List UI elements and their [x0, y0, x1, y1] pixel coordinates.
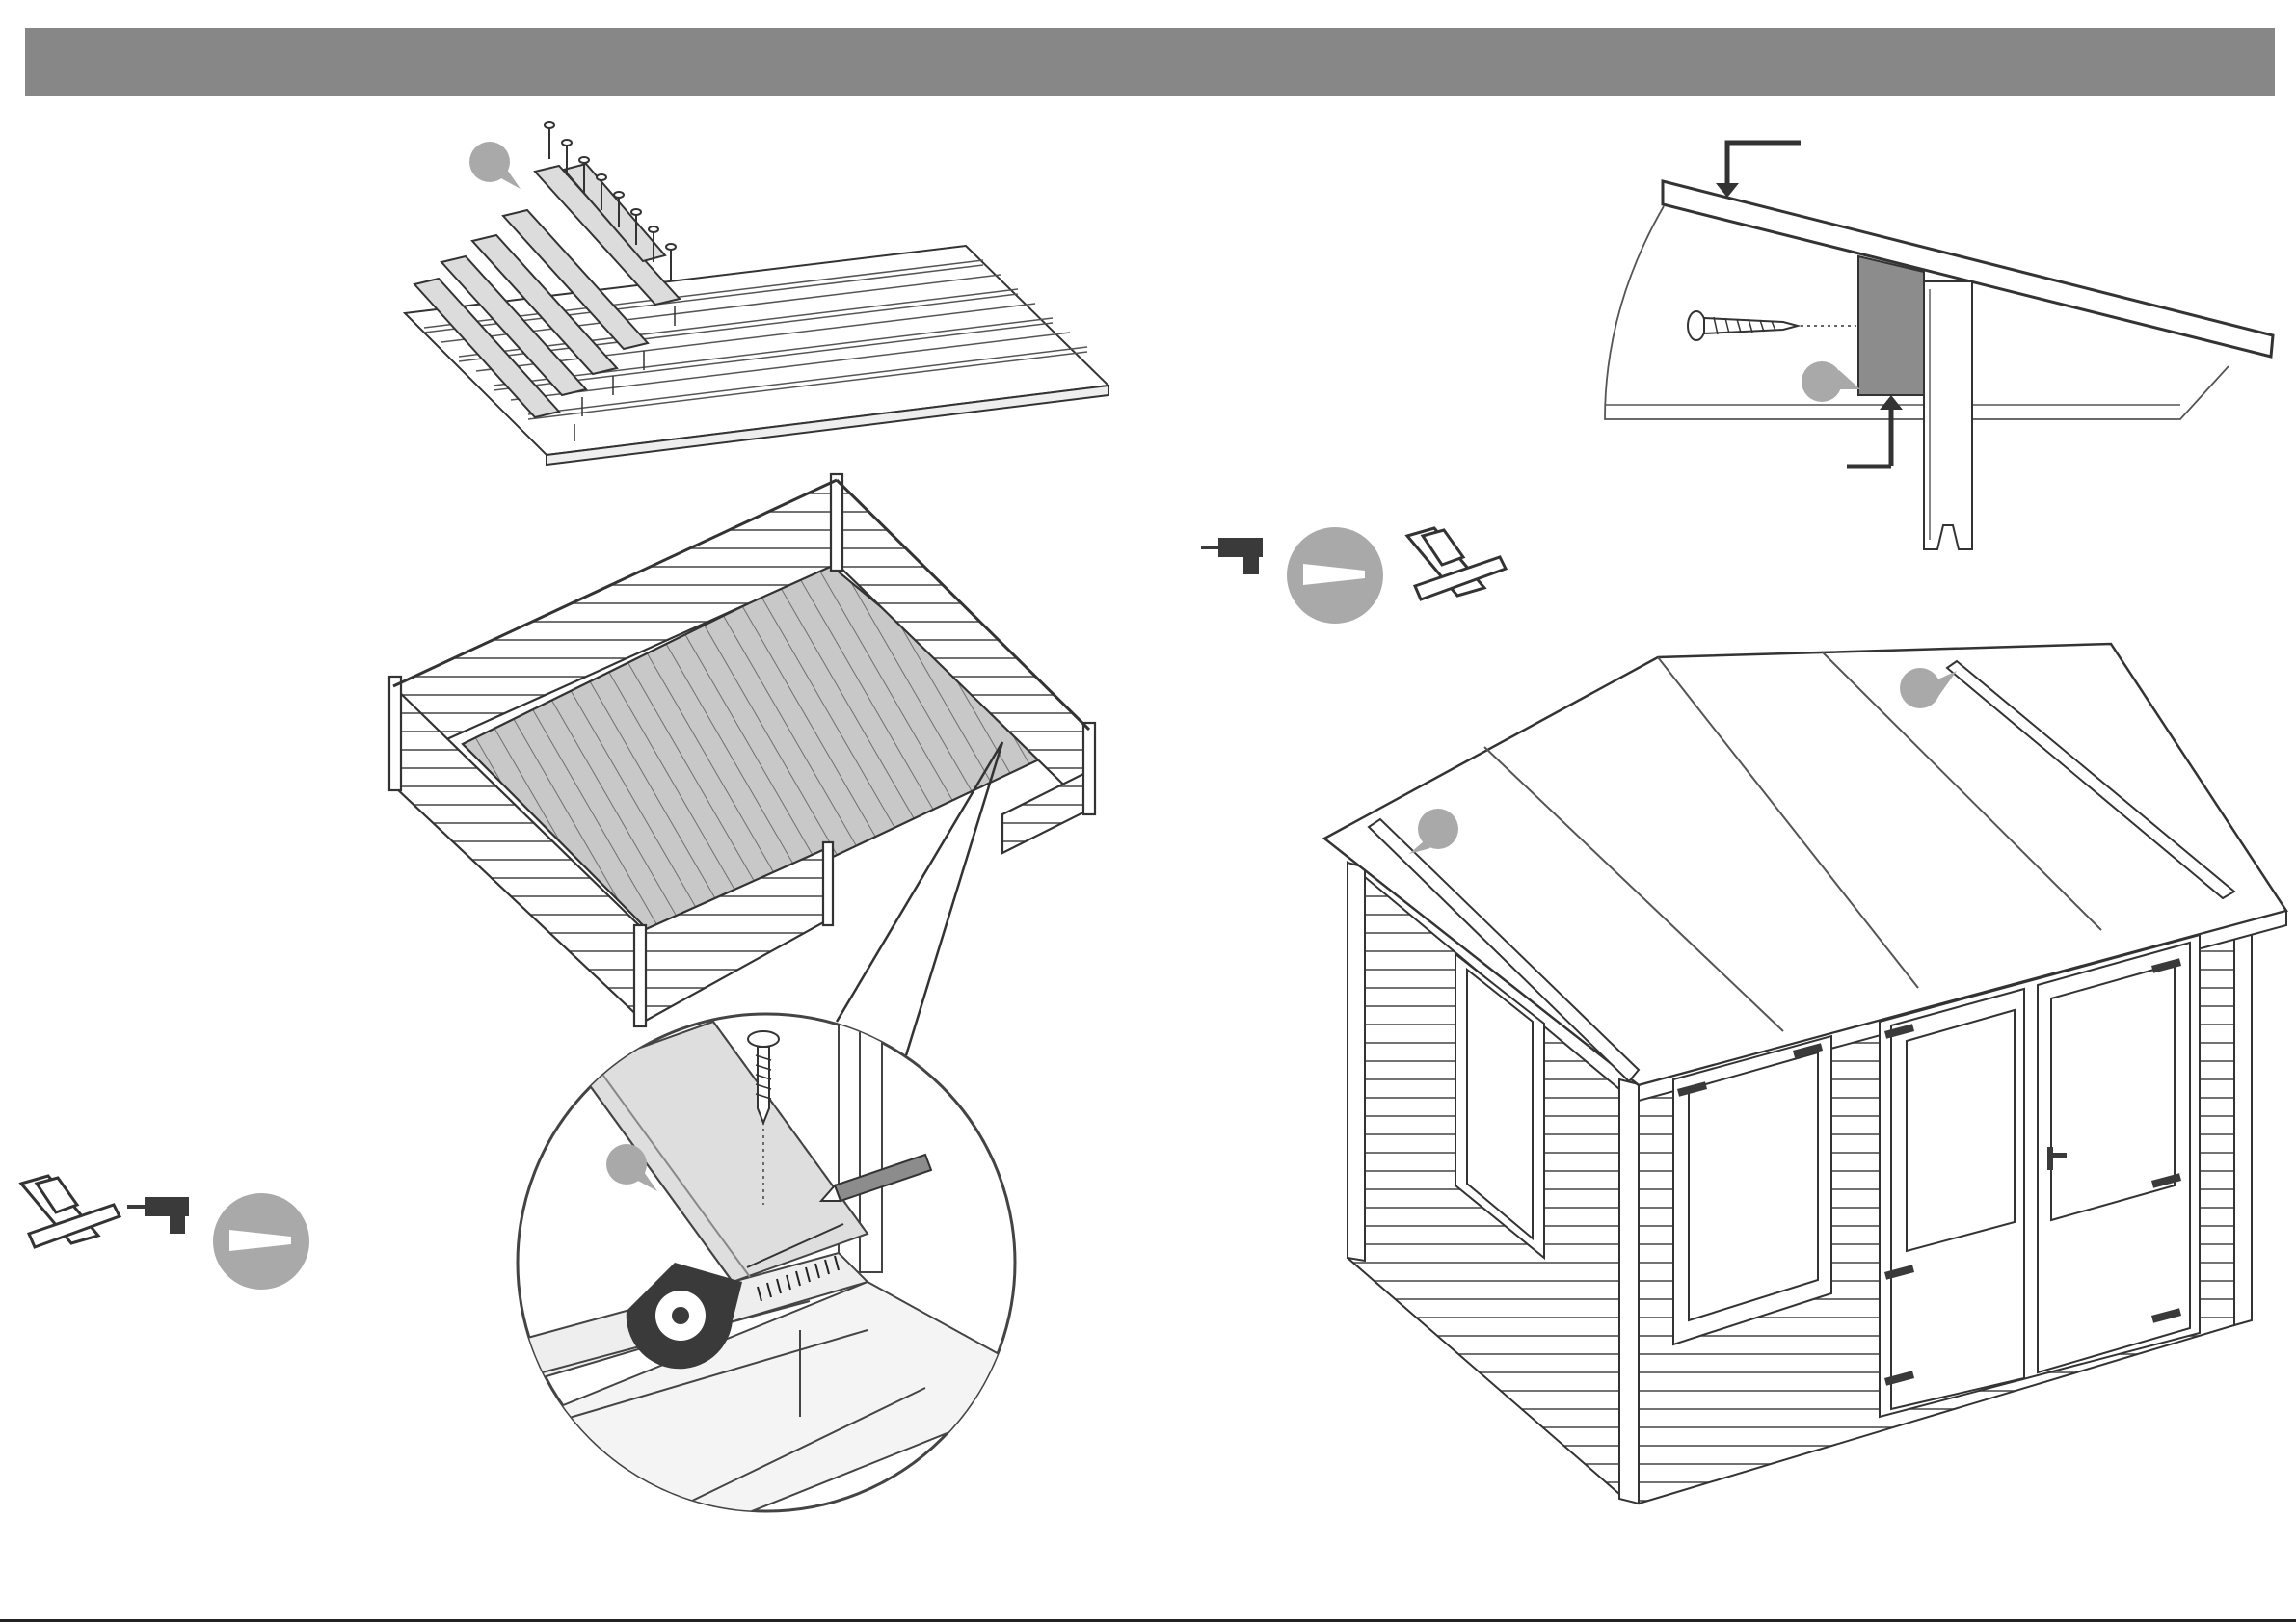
- screw-badge-icon: [1287, 527, 1383, 624]
- tools-group-top: [1201, 527, 1506, 624]
- screw-badge-icon: [213, 1193, 309, 1290]
- roof-edge-detail: [1605, 143, 2273, 549]
- finished-cabin: [1324, 644, 2286, 1504]
- log-wall-base: [389, 474, 1095, 1026]
- detail-magnifier: [511, 1014, 1060, 1542]
- drill-icon: [1201, 538, 1263, 574]
- saw-icon: [1407, 528, 1506, 599]
- bottom-rule: [0, 1619, 2296, 1622]
- tools-group-bottom: [21, 1176, 309, 1290]
- drill-icon: [127, 1197, 189, 1234]
- saw-icon: [21, 1176, 120, 1247]
- floorboard-assembly: [405, 122, 1108, 465]
- callout-marker-1: [469, 142, 521, 189]
